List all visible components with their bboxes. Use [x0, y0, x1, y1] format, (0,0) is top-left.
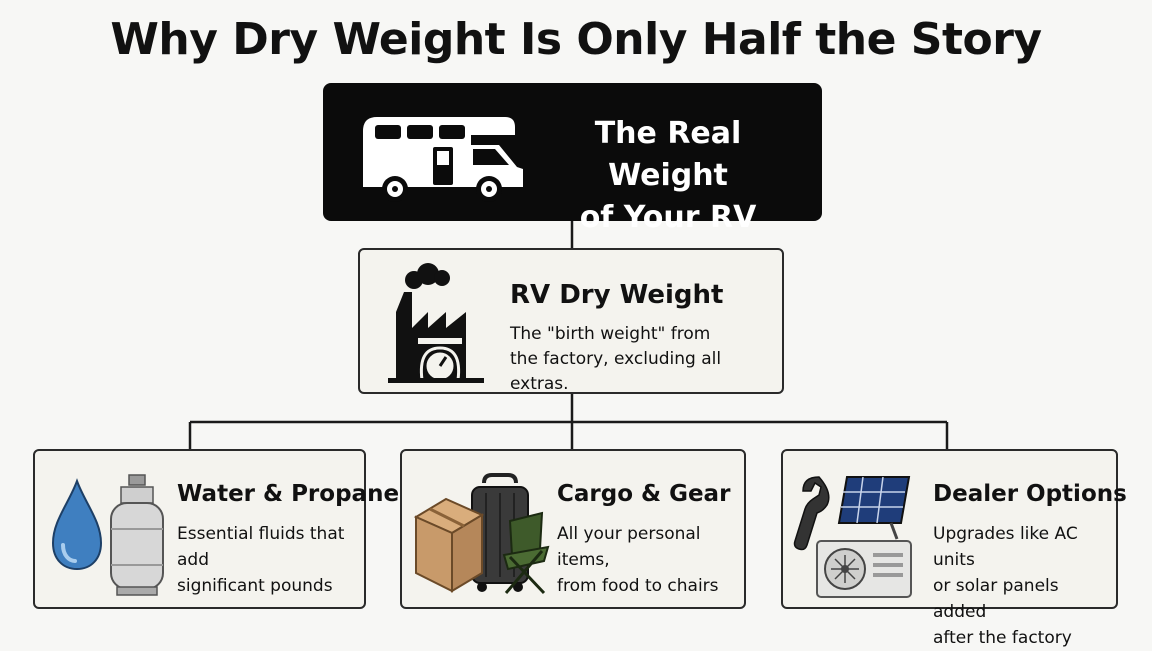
cargo-gear-desc-line2: from food to chairs — [557, 576, 719, 596]
dealer-options-heading: Dealer Options — [933, 481, 1127, 507]
dry-weight-desc-line1: The "birth weight" from — [510, 324, 711, 344]
dry-weight-node: RV Dry Weight The "birth weight" from th… — [358, 248, 784, 394]
water-propane-card: Water & Propane Essential fluids that ad… — [33, 449, 400, 609]
cargo-gear-desc-line1: All your personal items, — [557, 524, 701, 570]
cargo-gear-card: Cargo & Gear All your personal items, fr… — [400, 449, 746, 609]
root-label-line1: The Real Weight — [594, 116, 742, 193]
water-propane-desc-line1: Essential fluids that add — [177, 524, 345, 570]
dealer-options-card: Dealer Options Upgrades like AC units or… — [781, 449, 1127, 648]
motorhome-icon — [357, 103, 527, 207]
dealer-options-desc-line2: or solar panels added — [933, 576, 1059, 622]
water-propane-heading: Water & Propane — [177, 481, 400, 507]
dealer-options-description: Upgrades like AC units or solar panels a… — [933, 521, 1113, 651]
cargo-gear-description: All your personal items, from food to ch… — [557, 521, 747, 599]
page-title: Why Dry Weight Is Only Half the Story — [110, 14, 1042, 65]
cargo-gear-icon — [412, 469, 552, 603]
dealer-options-desc-line3: after the factory — [933, 628, 1072, 648]
root-label-line2: of Your RV — [579, 200, 757, 235]
water-propane-desc-line2: significant pounds — [177, 576, 333, 596]
cargo-gear-heading: Cargo & Gear — [557, 481, 731, 507]
root-node: The Real Weight of Your RV — [323, 83, 822, 235]
root-label: The Real Weight of Your RV — [538, 113, 798, 239]
water-propane-description: Essential fluids that add significant po… — [177, 521, 357, 599]
water-propane-icon — [45, 469, 175, 603]
dry-weight-desc-line2: the factory, excluding all extras. — [510, 349, 722, 394]
dry-weight-description: The "birth weight" from the factory, exc… — [510, 322, 770, 397]
dry-weight-heading: RV Dry Weight — [510, 280, 724, 310]
dealer-options-icon — [793, 469, 923, 608]
dealer-options-desc-line1: Upgrades like AC units — [933, 524, 1078, 570]
factory-scale-icon — [382, 262, 492, 390]
